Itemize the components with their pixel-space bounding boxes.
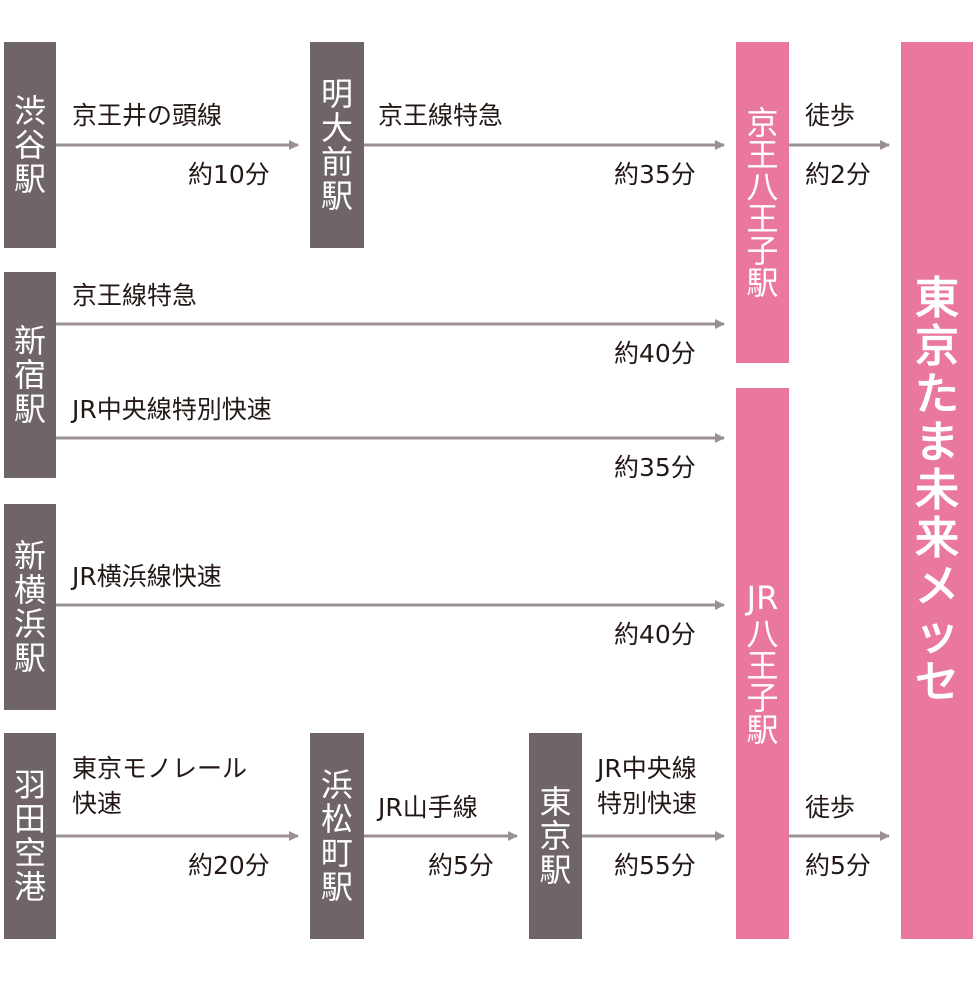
line-label-keio-express-1: 京王線特急: [378, 101, 504, 130]
line-label-inokashira: 京王井の頭線: [72, 101, 223, 130]
jr-hachioji-prefix: JR: [746, 578, 779, 617]
walk-time-jr: 約5分: [805, 851, 871, 880]
time-label-shinjuku-jr: 約35分: [614, 453, 696, 482]
station-shinjuku: 新宿駅: [4, 272, 56, 478]
station-shibuya: 渋谷駅: [4, 42, 56, 248]
walk-label-keio: 徒歩: [805, 101, 856, 130]
line-label-chuo-special-1: JR中央線特別快速: [72, 395, 272, 424]
time-label-shinyokohama-jr: 約40分: [614, 620, 696, 649]
time-label-tokyo-jr: 約55分: [614, 851, 696, 880]
line-label-monorail: 東京モノレール: [72, 754, 248, 783]
station-keio-hachioji: 京王八王子駅: [736, 42, 789, 363]
time-label-shibuya-meidaimae: 約10分: [188, 160, 270, 189]
line-label-keio-express-2: 京王線特急: [72, 281, 198, 310]
time-label-meidaimae-keio: 約35分: [614, 160, 696, 189]
station-meidaimae: 明大前駅: [310, 42, 364, 248]
time-label-hamamatsucho-tokyo: 約5分: [428, 851, 494, 880]
walk-time-keio: 約2分: [805, 160, 871, 189]
station-haneda: 羽田空港: [4, 733, 56, 939]
station-shinyokohama: 新横浜駅: [4, 504, 56, 710]
line-label-yokohama-rapid: JR横浜線快速: [72, 562, 222, 591]
station-hamamatsucho: 浜松町駅: [310, 733, 364, 939]
line-label-monorail-rapid: 快速: [72, 789, 123, 818]
time-label-haneda-hamamatsucho: 約20分: [188, 851, 270, 880]
jr-hachioji-name: 八王子駅: [746, 614, 779, 749]
destination-tokyo-tama-mirai-messe: 東京たま未来メッセ: [901, 42, 973, 939]
line-label-chuo-line: JR中央線: [597, 754, 697, 783]
station-jr-hachioji: JR 八王子駅: [736, 388, 789, 939]
walk-label-jr: 徒歩: [805, 793, 856, 822]
line-label-chuo-special-2: 特別快速: [597, 789, 698, 818]
line-label-yamanote: JR山手線: [378, 793, 478, 822]
station-tokyo: 東京駅: [529, 733, 582, 939]
time-label-shinjuku-keio: 約40分: [614, 339, 696, 368]
